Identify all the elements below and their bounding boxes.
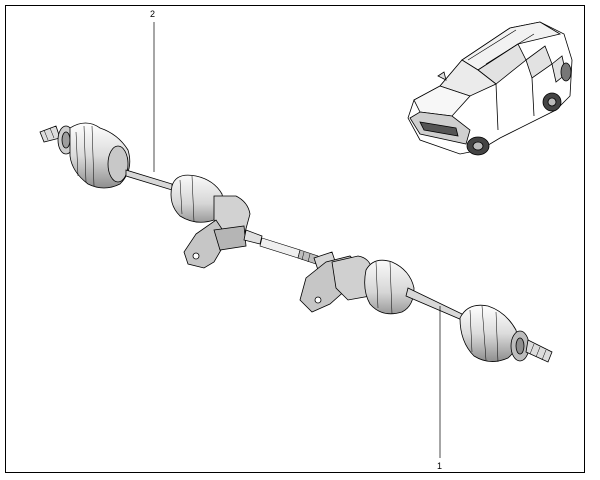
vehicle-thumbnail: [407, 21, 573, 156]
intermediate-shaft: [259, 237, 319, 265]
drive-shaft-1: [299, 251, 553, 363]
callout-label-2: 2: [150, 9, 155, 19]
diagram-frame: [5, 5, 585, 473]
callout-label-1: 1: [437, 461, 442, 471]
drive-shaft-2: [39, 122, 263, 269]
